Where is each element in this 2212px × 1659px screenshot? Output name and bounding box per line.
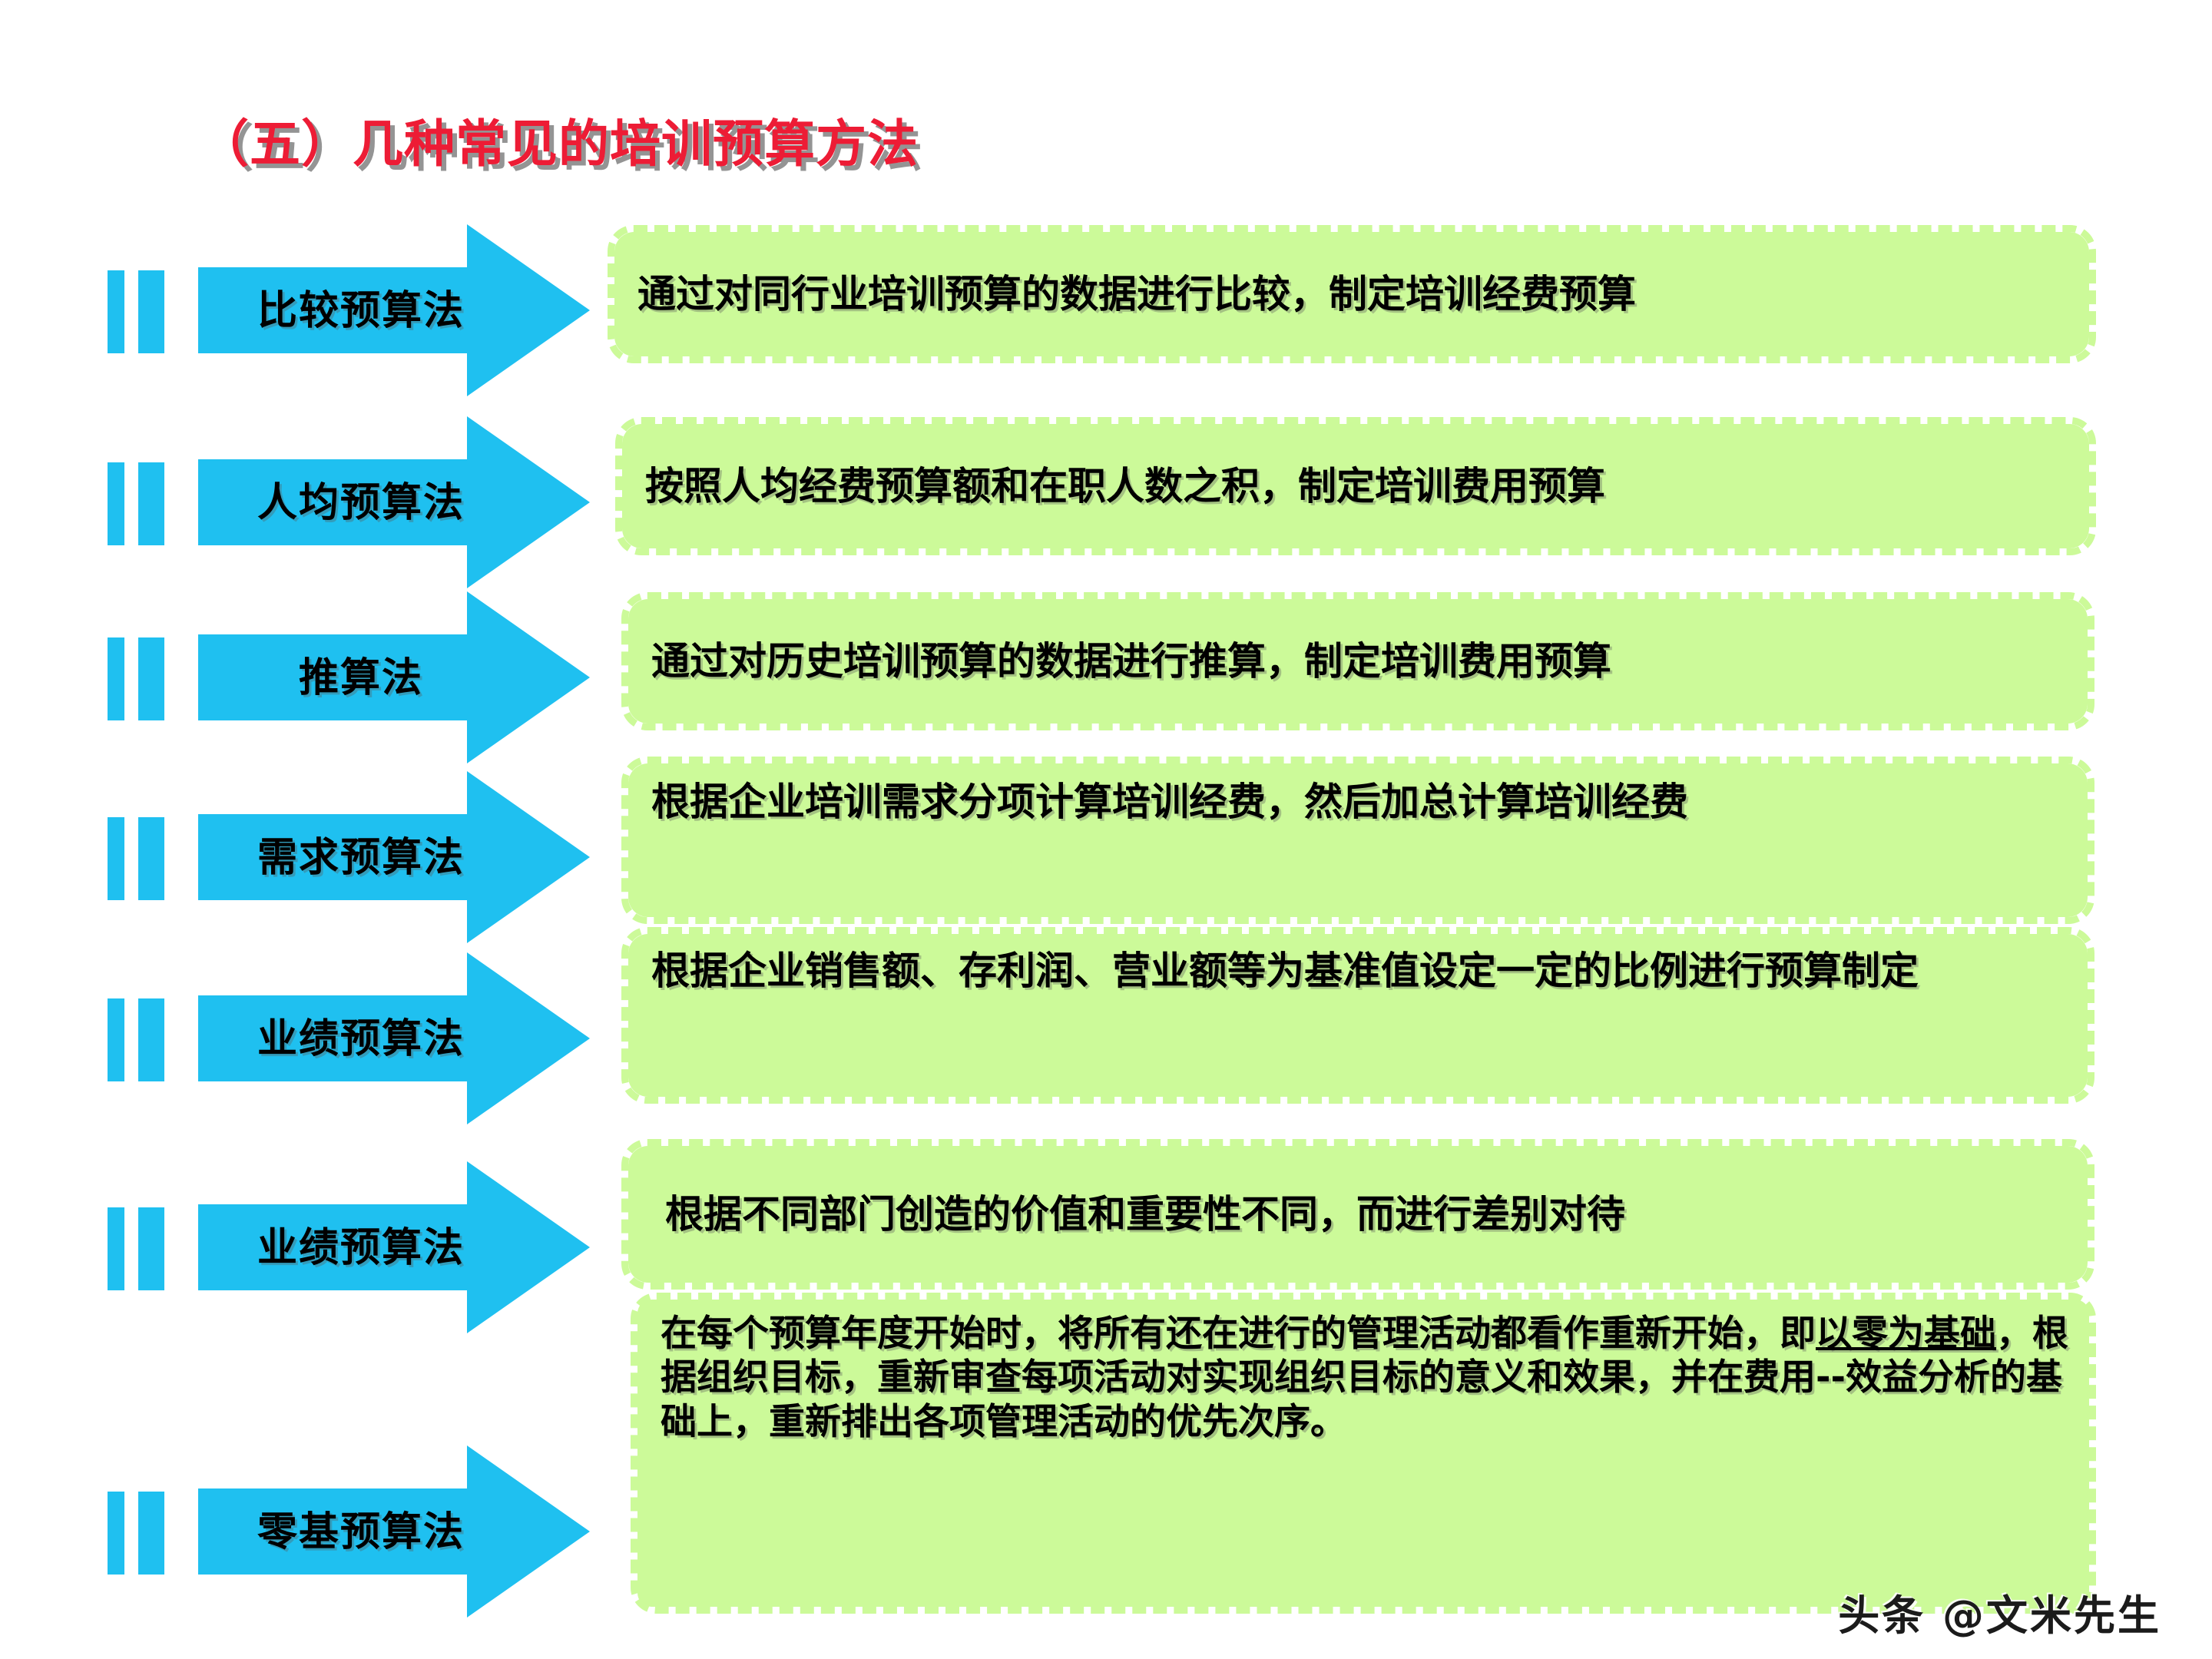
description-box: 在每个预算年度开始时，将所有还在进行的管理活动都看作重新开始，即以零为基础，根据… <box>631 1293 2096 1614</box>
arrow-shape <box>198 1161 590 1333</box>
description-text: 根据企业培训需求分项计算培训经费，然后加总计算培训经费 <box>651 780 1688 824</box>
tick-bar <box>138 817 164 900</box>
description-emphasis: 以零为基础 <box>1816 1313 1996 1355</box>
tick-bar <box>138 1492 164 1575</box>
arrow-shape <box>198 771 590 943</box>
description-text: 通过对历史培训预算的数据进行推算，制定培训费用预算 <box>651 639 1611 684</box>
arrow-shape <box>198 224 590 396</box>
tick-bar <box>108 817 124 900</box>
description-part-one: 在每个预算年度开始时，将所有还在进行的管理活动都看作重新开始，即 <box>661 1313 1816 1355</box>
arrow-shape <box>198 952 590 1124</box>
arrow-label: 需求预算法 <box>257 835 465 881</box>
description-box: 按照人均经费预算额和在职人数之积，制定培训费用预算 <box>615 417 2096 555</box>
arrow-shape <box>198 591 590 763</box>
row-tick-marks <box>108 1492 164 1575</box>
tick-bar <box>108 637 124 720</box>
row-tick-marks <box>108 817 164 900</box>
arrow-label: 人均预算法 <box>257 480 465 526</box>
description-text: 在每个预算年度开始时，将所有还在进行的管理活动都看作重新开始，即以零为基础，根据… <box>661 1312 2069 1444</box>
description-text: 通过对同行业培训预算的数据进行比较，制定培训经费预算 <box>637 272 1636 316</box>
description-text: 根据企业销售额、存利润、营业额等为基准值设定一定的比例进行预算制定 <box>651 949 1919 993</box>
arrow-label: 推算法 <box>298 655 423 701</box>
arrow-label: 业绩预算法 <box>257 1225 465 1271</box>
tick-bar <box>138 637 164 720</box>
arrow-shape <box>198 416 590 588</box>
row-tick-marks <box>108 270 164 353</box>
tick-bar <box>108 270 124 353</box>
description-part-two: ，根据组织目标，重新审查每项活动对实现组织目标的意义和效果，并在费用--效益分析… <box>661 1313 2068 1443</box>
description-box: 根据企业培训需求分项计算培训经费，然后加总计算培训经费 <box>621 757 2094 924</box>
description-box: 根据企业销售额、存利润、营业额等为基准值设定一定的比例进行预算制定 <box>621 927 2094 1104</box>
page-title: （五）几种常见的培训预算方法 <box>198 114 919 174</box>
tick-bar <box>138 1207 164 1290</box>
watermark: 头条 @文米先生 <box>1838 1591 2161 1640</box>
arrow-shape <box>198 1445 590 1618</box>
arrow-label: 比较预算法 <box>257 288 465 334</box>
tick-bar <box>108 998 124 1081</box>
description-box: 通过对同行业培训预算的数据进行比较，制定培训经费预算 <box>608 225 2096 363</box>
row-tick-marks <box>108 462 164 545</box>
row-tick-marks <box>108 1207 164 1290</box>
tick-bar <box>108 1207 124 1290</box>
arrow-label: 零基预算法 <box>257 1509 465 1555</box>
row-tick-marks <box>108 998 164 1081</box>
tick-bar <box>138 998 164 1081</box>
description-box: 通过对历史培训预算的数据进行推算，制定培训费用预算 <box>621 592 2094 730</box>
tick-bar <box>138 462 164 545</box>
description-box: 根据不同部门创造的价值和重要性不同，而进行差别对待 <box>621 1139 2094 1290</box>
arrow-label: 业绩预算法 <box>257 1016 465 1062</box>
tick-bar <box>108 462 124 545</box>
description-text: 按照人均经费预算额和在职人数之积，制定培训费用预算 <box>645 464 1605 508</box>
row-tick-marks <box>108 637 164 720</box>
description-text: 根据不同部门创造的价值和重要性不同，而进行差别对待 <box>665 1192 1625 1237</box>
tick-bar <box>108 1492 124 1575</box>
tick-bar <box>138 270 164 353</box>
